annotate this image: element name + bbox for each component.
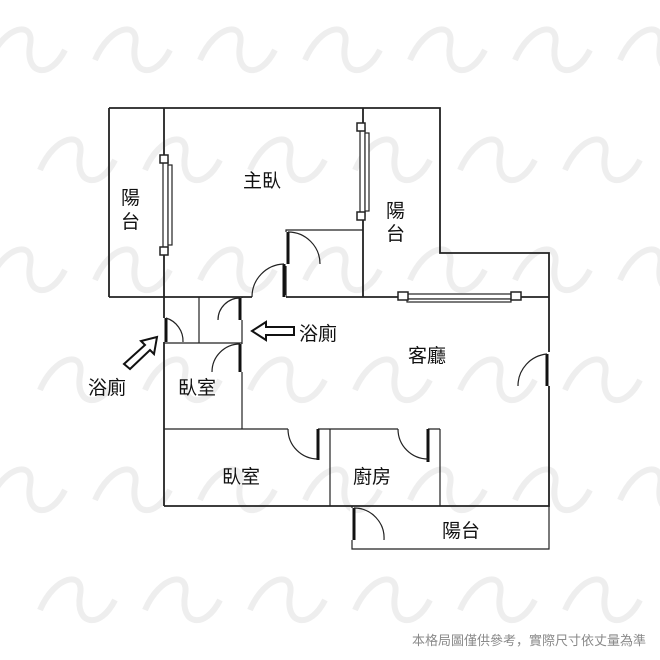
disclaimer-text: 本格局圖僅供參考，實際尺寸依丈量為準 xyxy=(412,633,646,649)
watermark-mark xyxy=(302,246,383,293)
label-kitchen: 廚房 xyxy=(353,465,391,488)
walls xyxy=(108,107,550,550)
label-balcony-left-2: 台 xyxy=(121,211,140,233)
watermark-mark xyxy=(142,136,223,183)
watermark-mark xyxy=(457,356,538,403)
label-balcony-right-1: 陽 xyxy=(386,200,405,222)
watermark-mark xyxy=(407,26,488,73)
watermark-mark xyxy=(247,136,328,183)
watermark-mark xyxy=(197,26,278,73)
watermark-mark xyxy=(247,576,328,623)
watermark-mark xyxy=(512,26,593,73)
door-bottom-balcony xyxy=(350,507,385,541)
watermark-mark xyxy=(562,576,643,623)
window-left-balcony xyxy=(159,154,173,256)
window-right-balcony xyxy=(356,122,370,221)
watermark-mark xyxy=(457,136,538,183)
watermark-mark xyxy=(302,466,383,513)
watermark-mark xyxy=(197,466,278,513)
label-bedroom-large: 臥室 xyxy=(222,466,260,488)
window-living-top xyxy=(397,291,522,303)
label-bathroom-left: 浴廁 xyxy=(88,376,126,399)
watermark-mark xyxy=(407,466,488,513)
watermark-mark xyxy=(142,356,223,403)
watermark-mark xyxy=(197,246,278,293)
watermark-mark xyxy=(562,356,643,403)
watermark-mark xyxy=(92,466,173,513)
door-small-bedroom xyxy=(211,343,244,373)
label-balcony-right: 陽 台 xyxy=(386,200,405,245)
watermark-mark xyxy=(247,356,328,403)
label-balcony-left: 陽 台 xyxy=(121,187,140,233)
watermark-mark xyxy=(0,26,68,73)
watermark-mark xyxy=(407,246,488,293)
door-large-bedroom xyxy=(287,427,320,460)
label-master-bedroom: 主臥 xyxy=(243,170,281,192)
watermark-pattern xyxy=(0,26,660,623)
watermark-mark xyxy=(37,356,118,403)
watermark-mark xyxy=(617,466,660,507)
watermark-mark xyxy=(142,576,223,623)
watermark-mark xyxy=(352,576,433,623)
watermark-mark xyxy=(37,576,118,623)
watermark-mark xyxy=(457,576,538,623)
watermark-mark xyxy=(352,136,433,183)
door-kitchen xyxy=(397,427,430,462)
label-balcony-bottom: 陽台 xyxy=(442,520,480,542)
door-living-room xyxy=(517,352,551,387)
door-bathroom-left xyxy=(162,317,184,343)
label-living-room: 客廳 xyxy=(408,345,446,367)
watermark-mark xyxy=(562,136,643,183)
watermark-mark xyxy=(617,26,660,67)
watermark-mark xyxy=(512,246,593,293)
label-balcony-left-1: 陽 xyxy=(121,187,140,209)
watermark-mark xyxy=(617,246,660,287)
watermark-mark xyxy=(0,466,68,513)
arrow-right-bathroom xyxy=(250,320,295,342)
watermark-mark xyxy=(37,136,118,183)
arrow-left-bathroom xyxy=(122,335,159,371)
watermark-mark xyxy=(352,356,433,403)
watermark-mark xyxy=(92,26,173,73)
watermark-mark xyxy=(302,26,383,73)
label-bedroom-small: 臥室 xyxy=(178,377,216,399)
label-balcony-right-2: 台 xyxy=(386,223,405,245)
label-bathroom-right: 浴廁 xyxy=(299,322,337,345)
door-closet xyxy=(284,231,321,266)
watermark-mark xyxy=(0,246,68,293)
watermark-mark xyxy=(512,466,593,513)
door-master-bedroom xyxy=(251,263,286,299)
watermark-mark xyxy=(92,246,173,293)
door-bathroom-right xyxy=(217,297,244,321)
